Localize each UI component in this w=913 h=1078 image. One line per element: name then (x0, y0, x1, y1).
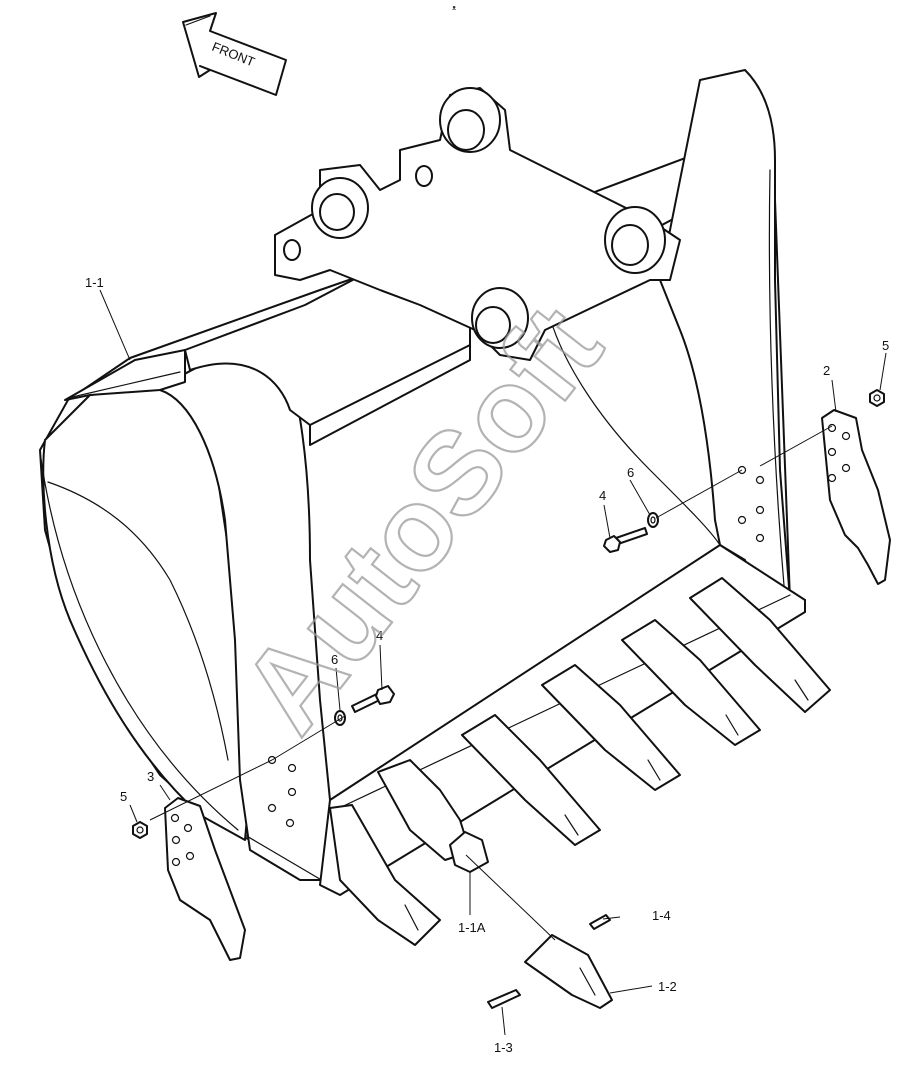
callout-1-3: 1-3 (494, 1040, 513, 1055)
washer-6-right (647, 512, 659, 528)
side-cutter-2 (821, 409, 891, 585)
front-arrow: FRONT (182, 12, 287, 96)
adapter-1-1A (449, 831, 489, 873)
callout-labels: 1-1 2 5 6 4 4 6 3 5 1-1A 1-4 1-2 1-3 (85, 275, 889, 1055)
callout-1-4: 1-4 (652, 908, 671, 923)
callout-3: 3 (147, 769, 154, 784)
top-mark: ᴥ (452, 4, 457, 12)
callout-4-center: 4 (376, 628, 383, 643)
callout-4-right: 4 (599, 488, 606, 503)
callout-1-2: 1-2 (658, 979, 677, 994)
callout-6-right: 6 (627, 465, 634, 480)
nut-5-left (132, 821, 148, 839)
nut-5-right (869, 389, 885, 407)
callout-5-left: 5 (120, 789, 127, 804)
callout-2: 2 (823, 363, 830, 378)
tooth-4 (541, 664, 681, 791)
callout-1-1A: 1-1A (458, 920, 486, 935)
bolt-4-right (603, 527, 648, 553)
teeth-row (329, 577, 831, 946)
side-cutter-3 (164, 797, 246, 961)
tooth-point-1-2 (524, 934, 613, 1009)
callout-1-1: 1-1 (85, 275, 104, 290)
bucket-body (39, 69, 806, 896)
callout-6-center: 6 (331, 652, 338, 667)
pin-1-3 (487, 989, 521, 1009)
boss-pin-1 (311, 177, 369, 239)
tooth-3 (461, 714, 601, 846)
lock-1-4 (589, 914, 611, 930)
tooth-1 (329, 804, 441, 946)
tooth-5 (621, 619, 761, 746)
boss-pin-2 (439, 87, 501, 153)
tooth-6 (689, 577, 831, 713)
boss-pin-3 (604, 206, 666, 274)
boss-pin-4 (471, 287, 529, 349)
bolt-4-center (351, 685, 395, 713)
callout-5-right: 5 (882, 338, 889, 353)
leader-lines (99, 289, 887, 1036)
